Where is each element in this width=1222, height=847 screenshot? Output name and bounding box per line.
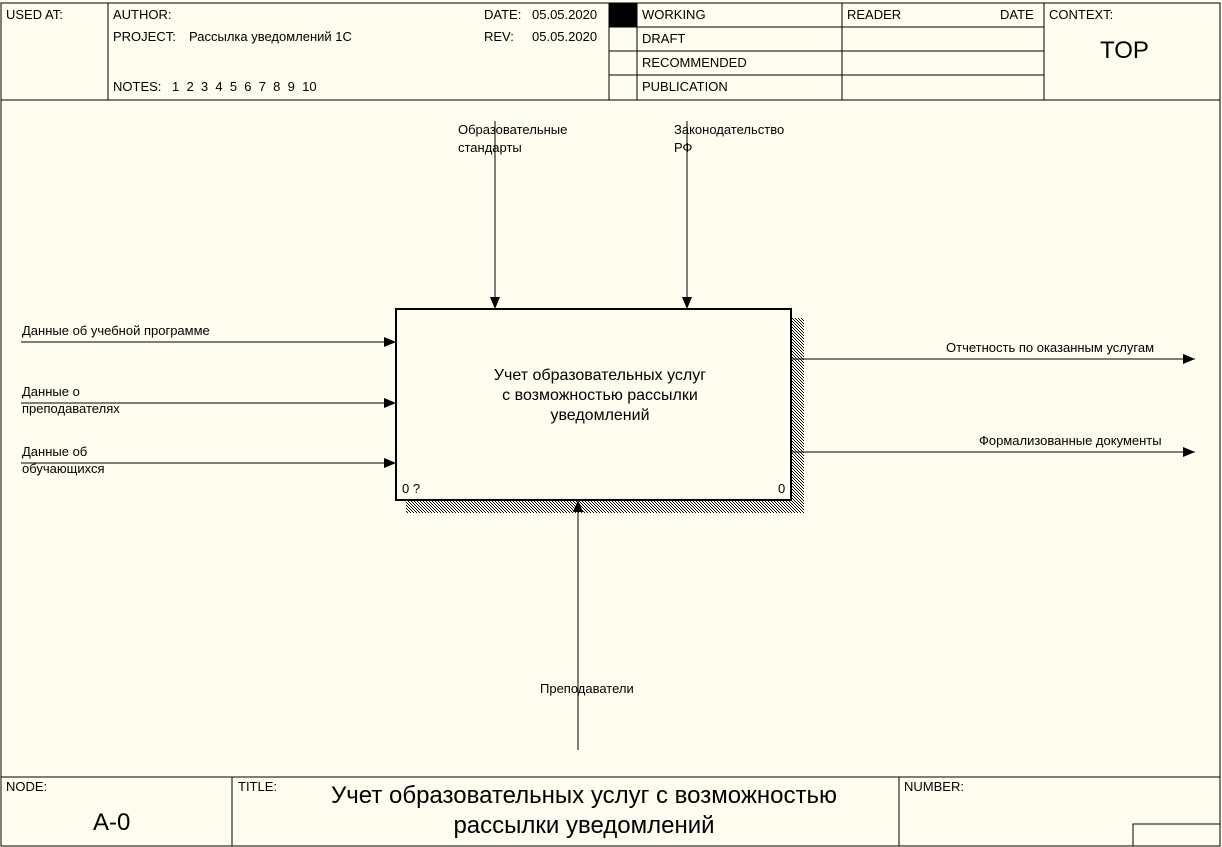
- date-value: 05.05.2020: [532, 7, 598, 22]
- footer-title-2: рассылки уведомлений: [453, 812, 715, 839]
- activity-node-number: 0 ?: [402, 481, 421, 496]
- notes-label: NOTES:: [113, 79, 162, 94]
- control-label-law-1: Законодательство: [674, 122, 785, 137]
- input-label-program: Данные об учебной программе: [22, 323, 210, 338]
- context-label: CONTEXT:: [1049, 7, 1114, 22]
- author-label: AUTHOR:: [113, 7, 172, 22]
- activity-title-1: Учет образовательных услуг: [493, 367, 707, 384]
- footer-title-1: Учет образовательных услуг с возможность…: [331, 782, 837, 809]
- output-label-documents: Формализованные документы: [979, 433, 1162, 448]
- reader-label: READER: [847, 7, 902, 22]
- rev-label: REV:: [484, 29, 514, 44]
- input-label-students-1: Данные об: [22, 444, 88, 459]
- activity-box-shadow-right: [792, 318, 804, 513]
- notes-value: 1 2 3 4 5 6 7 8 9 10: [172, 79, 317, 94]
- used-at-label: USED AT:: [6, 7, 63, 22]
- status-publication: PUBLICATION: [642, 79, 728, 94]
- project-label: PROJECT:: [113, 29, 176, 44]
- control-label-standards-2: стандарты: [458, 140, 522, 155]
- status-working-marker: [609, 3, 637, 27]
- status-working: WORKING: [642, 7, 706, 22]
- footer-grid: [1, 776, 1221, 847]
- control-label-law-2: РФ: [674, 140, 693, 155]
- input-label-teachers-2: преподавателях: [22, 401, 120, 416]
- node-value: A-0: [93, 809, 131, 836]
- title-label: TITLE:: [238, 779, 278, 794]
- mechanism-label-teachers: Преподаватели: [540, 681, 634, 696]
- date-label: DATE:: [484, 7, 522, 22]
- node-label: NODE:: [6, 779, 48, 794]
- activity-title-3: уведомлений: [550, 407, 650, 424]
- activity-box: [395, 308, 792, 501]
- project-value: Рассылка уведомлений 1С: [189, 29, 352, 44]
- context-value: TOP: [1100, 37, 1149, 64]
- arrows: [21, 121, 1195, 750]
- output-label-reporting: Отчетность по оказанным услугам: [946, 340, 1155, 355]
- activity-cost: 0: [778, 481, 786, 496]
- reader-date-label: DATE: [1000, 7, 1034, 22]
- activity-title-2: с возможностью рассылки: [502, 387, 698, 404]
- input-label-teachers-1: Данные о: [22, 384, 80, 399]
- control-label-standards-1: Образовательные: [458, 122, 568, 137]
- input-label-students-2: обучающихся: [22, 461, 105, 476]
- activity-box-shadow-bottom: [406, 501, 804, 513]
- status-recommended: RECOMMENDED: [642, 55, 747, 70]
- number-label: NUMBER:: [904, 779, 964, 794]
- status-draft: DRAFT: [642, 31, 686, 46]
- rev-value: 05.05.2020: [532, 29, 598, 44]
